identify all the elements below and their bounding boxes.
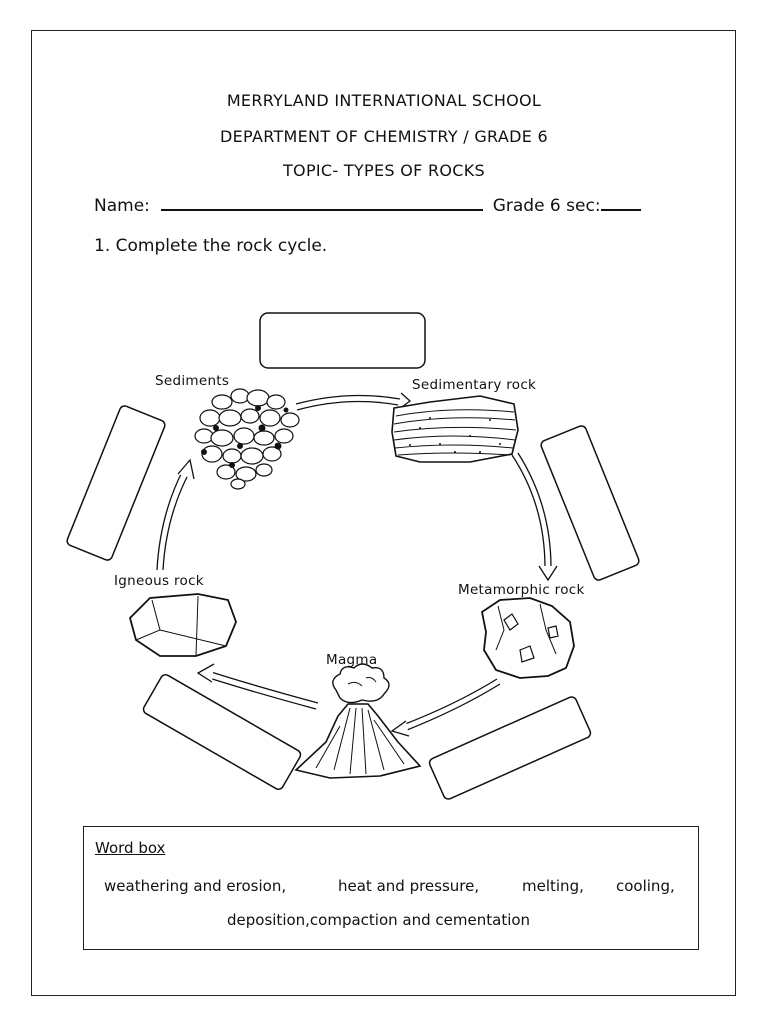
igneous-rock-illustration <box>128 593 237 657</box>
label-igneous-rock: Igneous rock <box>114 573 204 589</box>
name-label: Name: <box>94 196 150 216</box>
label-sediments: Sediments <box>155 373 229 389</box>
answer-box-left[interactable] <box>66 404 167 561</box>
section-blank[interactable] <box>600 197 641 211</box>
label-sedimentary-rock: Sedimentary rock <box>412 377 536 393</box>
name-row: Name: Grade 6 sec: <box>94 196 641 216</box>
answer-box-right[interactable] <box>540 424 641 581</box>
answer-box-bottom-right[interactable] <box>428 695 592 800</box>
grade-label: Grade 6 sec: <box>492 196 601 216</box>
page-border <box>31 30 736 996</box>
word-item-last-line: deposition,compaction and cementation <box>227 911 531 929</box>
sedimentary-rock-illustration <box>391 395 519 463</box>
department-line: DEPARTMENT OF CHEMISTRY / GRADE 6 <box>220 127 548 146</box>
school-name: MERRYLAND INTERNATIONAL SCHOOL <box>226 91 542 110</box>
word-item: weathering and erosion, <box>104 877 287 895</box>
arrow-metamorphic-to-magma <box>399 678 498 727</box>
arrow-magma-to-igneous <box>207 670 319 704</box>
word-item: melting, <box>522 877 584 895</box>
answer-box-top[interactable] <box>259 312 426 369</box>
label-metamorphic-rock: Metamorphic rock <box>458 582 585 598</box>
word-box: Word box weathering and erosion, heat an… <box>83 826 699 950</box>
topic-line: TOPIC- TYPES OF ROCKS <box>282 161 486 180</box>
rock-cycle-diagram: Sediments Sedimentary rock Metamorphic r… <box>66 312 641 800</box>
question-1: 1. Complete the rock cycle. <box>94 236 328 256</box>
arrow-sedimentary-to-metamorphic <box>511 454 546 569</box>
volcano-illustration <box>294 663 422 779</box>
label-magma: Magma <box>326 652 377 668</box>
word-item: cooling, <box>616 877 675 895</box>
arrow-igneous-to-sediments <box>156 469 184 571</box>
arrow-sediments-to-sedimentary <box>295 394 401 405</box>
word-item: heat and pressure, <box>338 877 480 895</box>
name-blank[interactable] <box>161 197 484 211</box>
answer-box-bottom-left[interactable] <box>142 673 303 791</box>
metamorphic-rock-illustration <box>480 597 575 679</box>
word-box-title: Word box <box>95 839 166 857</box>
sediments-illustration <box>194 388 300 490</box>
